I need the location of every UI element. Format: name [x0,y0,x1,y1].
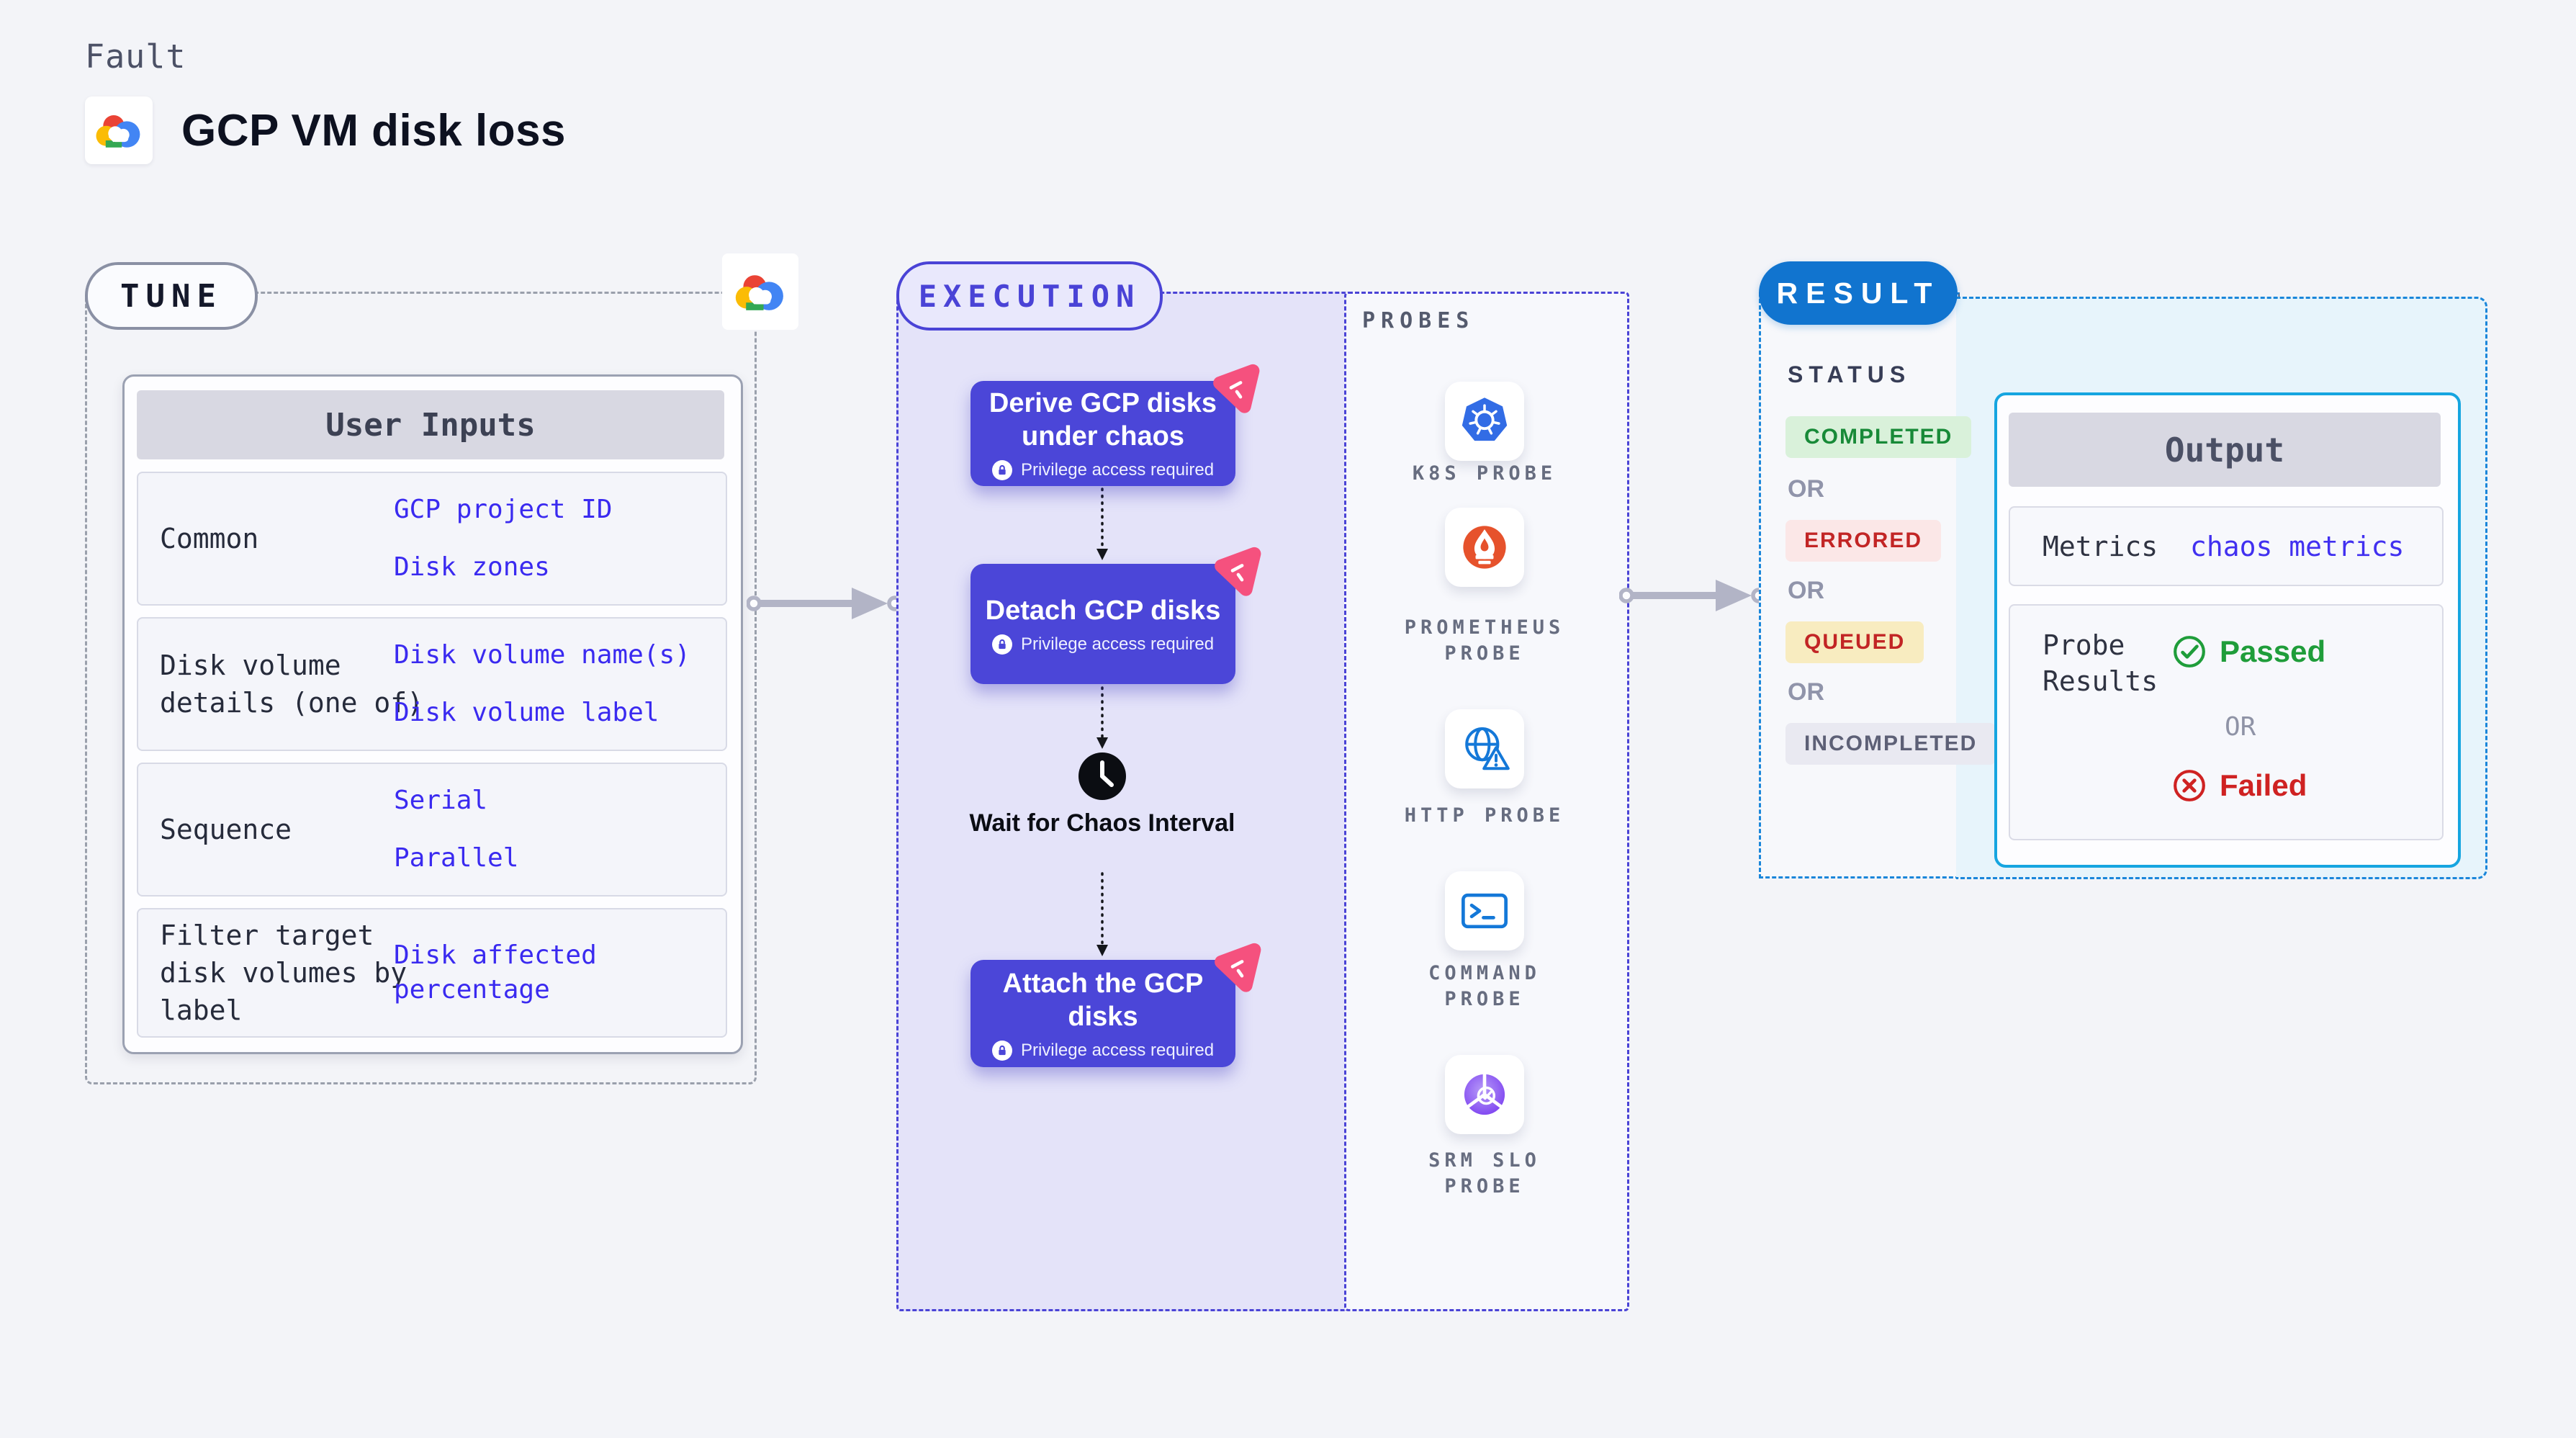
user-inputs-header: User Inputs [137,390,724,459]
probe-label: HTTP PROBE [1404,804,1565,827]
table-row-filter-by-label: Filter target disk volumes by label Disk… [137,908,727,1038]
probe-card-http [1445,709,1524,788]
probe-label: SRM SLO PROBE [1428,1149,1541,1197]
probe-card-prometheus [1445,508,1524,587]
table-row-sequence: Sequence Serial Parallel [137,763,727,896]
or-separator: OR [1788,475,1824,503]
flow-arrow [1094,686,1111,750]
passed-label: Passed [2220,634,2326,668]
probe-card-k8s [1445,382,1524,461]
output-header: Output [2009,413,2441,487]
row-value: Disk volume label [394,698,659,727]
probe-card-srm-slo [1445,1055,1524,1134]
litmus-chaos-icon [1207,937,1266,995]
step-attach-gcp-disks: Attach the GCP disks Privilege access re… [970,960,1235,1067]
probes-panel [1344,292,1629,1311]
metrics-label: Metrics [2043,530,2158,562]
lock-icon [991,460,1012,480]
srm-slo-icon [1456,1066,1513,1123]
metrics-value: chaos metrics [2190,530,2405,562]
step-derive-gcp-disks: Derive GCP disks under chaos Privilege a… [970,381,1235,486]
step-title: Detach GCP disks [985,595,1221,626]
metrics-row: Metrics chaos metrics [2009,506,2444,586]
step-title: Derive GCP disks under chaos [988,388,1217,451]
flow-arrow [1094,871,1111,958]
gcp-logo-tile [85,96,153,164]
http-globe-icon [1456,720,1513,778]
privilege-note: Privilege access required [1020,634,1215,654]
row-value: Disk volume name(s) [394,640,690,670]
failed-x-icon [2172,768,2207,803]
probe-results-label: Probe Results [2043,629,2158,697]
probe-card-command [1445,871,1524,951]
probe-label: PROMETHEUS PROBE [1404,616,1565,665]
result-badge: RESULT [1759,261,1958,325]
privilege-note: Privilege access required [1020,1040,1215,1060]
fault-kicker: Fault [85,37,186,76]
row-value: Disk affected percentage [394,940,597,1005]
wait-for-chaos-interval-label: Wait for Chaos Interval [969,809,1235,837]
row-value: Serial [394,786,488,815]
row-label: Common [160,523,259,554]
page-title: GCP VM disk loss [181,106,567,156]
gcp-cloud-icon [94,112,144,149]
probe-results-row: Probe Results Passed OR Failed [2009,604,2444,840]
status-badge-completed: COMPLETED [1785,416,1972,458]
failed-label: Failed [2220,768,2307,802]
terminal-icon [1456,883,1513,939]
litmus-chaos-icon [1206,358,1264,416]
execution-badge: EXECUTION [896,261,1163,331]
passed-check-icon [2172,634,2207,669]
prometheus-icon [1456,519,1513,575]
row-label: Sequence [160,814,292,845]
or-separator: OR [2225,712,2256,742]
gcp-corner-tile [722,253,798,330]
status-badge-incompleted: INCOMPLETED [1785,723,1996,765]
clock-icon [1078,752,1127,801]
probes-to-result-arrow [1619,578,1766,613]
step-title: Attach the GCP disks [1002,968,1204,1032]
status-badge-errored: ERRORED [1785,520,1942,562]
table-row-disk-volume-details: Disk volume details (one of) Disk volume… [137,617,727,751]
or-separator: OR [1788,577,1824,604]
lock-icon [991,1040,1012,1061]
step-detach-gcp-disks: Detach GCP disks Privilege access requir… [970,564,1235,684]
or-separator: OR [1788,678,1824,706]
row-value: GCP project ID [394,495,613,524]
lock-icon [991,634,1012,655]
status-heading: STATUS [1788,361,1911,387]
kubernetes-icon [1456,393,1513,449]
status-badge-queued: QUEUED [1785,621,1924,663]
probe-label: K8S PROBE [1412,462,1557,485]
row-label: Filter target disk volumes by label [160,920,407,1026]
tune-panel [85,292,757,1084]
probe-label: COMMAND PROBE [1428,962,1541,1010]
probes-heading: PROBES [1362,308,1475,333]
tune-to-execution-arrow [747,586,902,621]
flow-arrow [1094,487,1111,562]
row-value: Parallel [394,843,519,873]
row-label: Disk volume details (one of) [160,650,424,719]
row-value: Disk zones [394,552,550,582]
litmus-chaos-icon [1207,541,1266,599]
gcp-cloud-icon [733,271,788,312]
privilege-note: Privilege access required [1020,460,1215,480]
tune-badge: TUNE [85,262,258,330]
table-row-common: Common GCP project ID Disk zones [137,472,727,606]
